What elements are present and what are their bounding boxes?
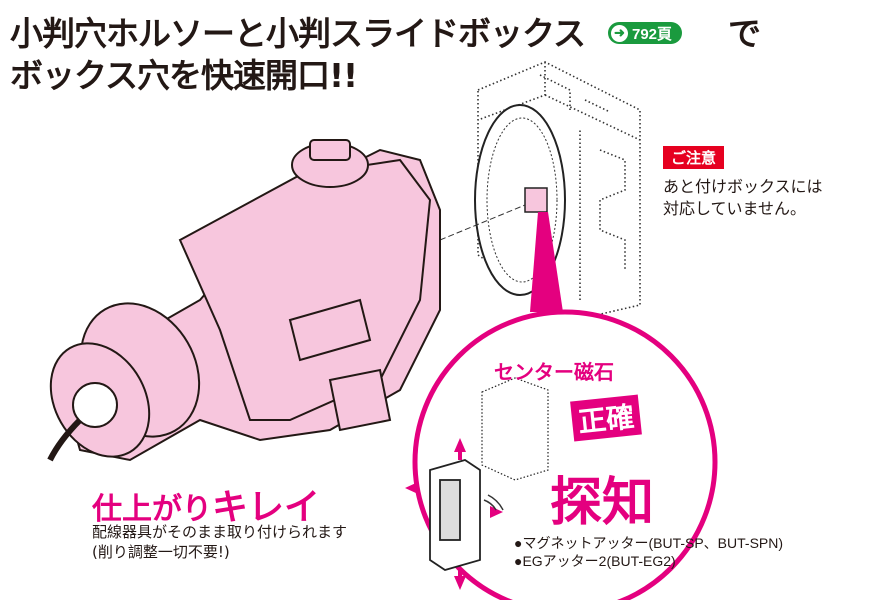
- finish-title-b: キレイ: [212, 487, 321, 528]
- magnet-detector-device: [429, 459, 481, 571]
- headline-line1: 小判穴ホルソーと小判スライドボックス: [10, 14, 586, 53]
- mini-box-drawing: [481, 377, 549, 481]
- arrow-right-icon: ➜: [611, 24, 628, 42]
- page-reference-label: 792頁: [632, 25, 673, 43]
- accurate-badge: 正確: [570, 394, 642, 442]
- magnifier-circle: [412, 309, 718, 600]
- model-item: ●EGアッター2(BUT-EG2): [514, 553, 676, 569]
- page-reference-link[interactable]: ➜ 792頁: [608, 22, 683, 44]
- detect-big-text: 探知: [550, 473, 655, 533]
- hole-saw-tool: [47, 139, 441, 462]
- signal-waves-icon: [483, 494, 504, 511]
- move-arrows-icon: [405, 438, 503, 590]
- finish-desc-line1: 配線器具がそのまま取り付けられます: [92, 523, 348, 541]
- caution-text-line1: あと付けボックスには: [663, 177, 823, 196]
- caution-text-line2: 対応していません。: [663, 199, 807, 218]
- finish-title: 仕上がりキレイ: [92, 478, 320, 530]
- slide-box-drawing: [477, 61, 641, 321]
- magnet-title: センター磁石: [494, 360, 614, 384]
- finish-desc-line2: (削り調整一切不要!): [92, 543, 230, 561]
- center-magnet: [524, 187, 548, 213]
- callout-pointer: [530, 212, 563, 312]
- headline-line2: ボックス穴を快速開口!!: [10, 56, 358, 95]
- model-item: ●マグネットアッター(BUT-SP、BUT-SPN): [514, 535, 784, 551]
- finish-title-a: 仕上がり: [92, 492, 212, 527]
- caution-label: ご注意: [663, 146, 725, 169]
- headline-line1-suffix: で: [728, 14, 761, 53]
